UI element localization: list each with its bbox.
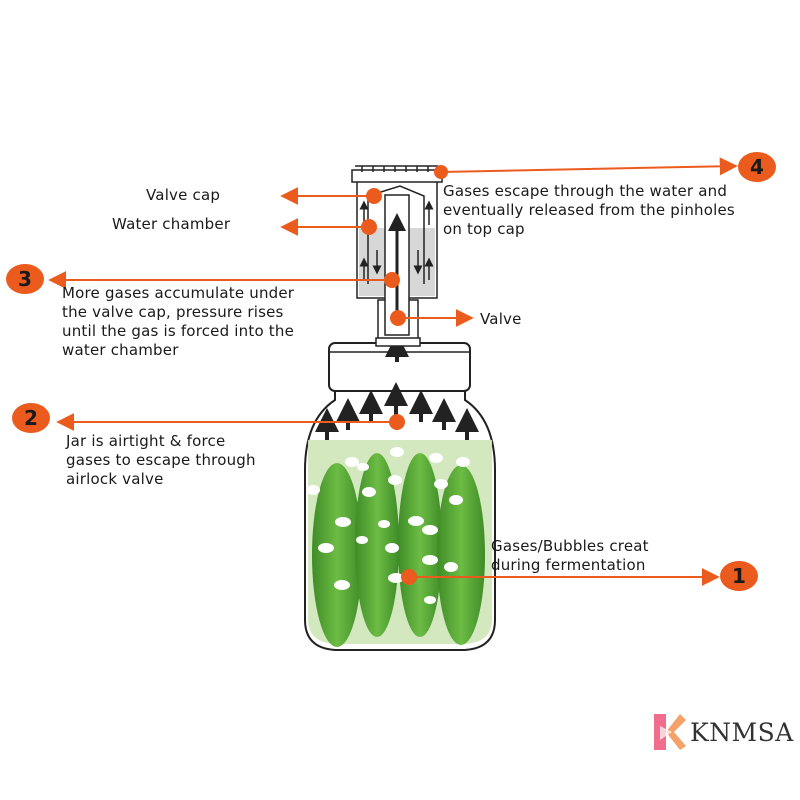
- cucumber: [312, 463, 362, 647]
- cucumber: [355, 453, 399, 637]
- step-4-text: Gases escape through the water and event…: [443, 182, 735, 238]
- jar: [304, 333, 496, 651]
- cucumbers: [312, 453, 485, 647]
- step-2-badge: 2: [12, 403, 50, 433]
- step-1-badge: 1: [720, 561, 758, 591]
- step-2-text: Jar is airtight & force gases to escape …: [66, 432, 256, 488]
- step-3-text: More gases accumulate under the valve ca…: [62, 284, 295, 359]
- callouts: [48, 157, 738, 586]
- valve-cap-label: Valve cap: [146, 186, 221, 204]
- cucumber: [437, 465, 485, 645]
- pinholes: [355, 165, 438, 172]
- gas-arrows: [315, 333, 479, 440]
- callout-dots: [361, 165, 448, 585]
- step-4-badge: 4: [738, 152, 776, 182]
- k-logo-icon: [654, 714, 686, 750]
- bubbles: [306, 447, 470, 604]
- airlock: [351, 165, 443, 347]
- step-3-badge: 3: [6, 264, 44, 294]
- callout-step4: [440, 157, 738, 176]
- brand-logo: KNMSA: [650, 710, 800, 754]
- jar-lid: [328, 342, 471, 392]
- step-1-text: Gases/Bubbles creat during fermentation: [491, 537, 649, 574]
- brand-name: KNMSA: [690, 718, 794, 747]
- valve-label: Valve: [480, 310, 522, 328]
- water-chamber-label: Water chamber: [112, 215, 231, 233]
- cucumber: [398, 453, 442, 637]
